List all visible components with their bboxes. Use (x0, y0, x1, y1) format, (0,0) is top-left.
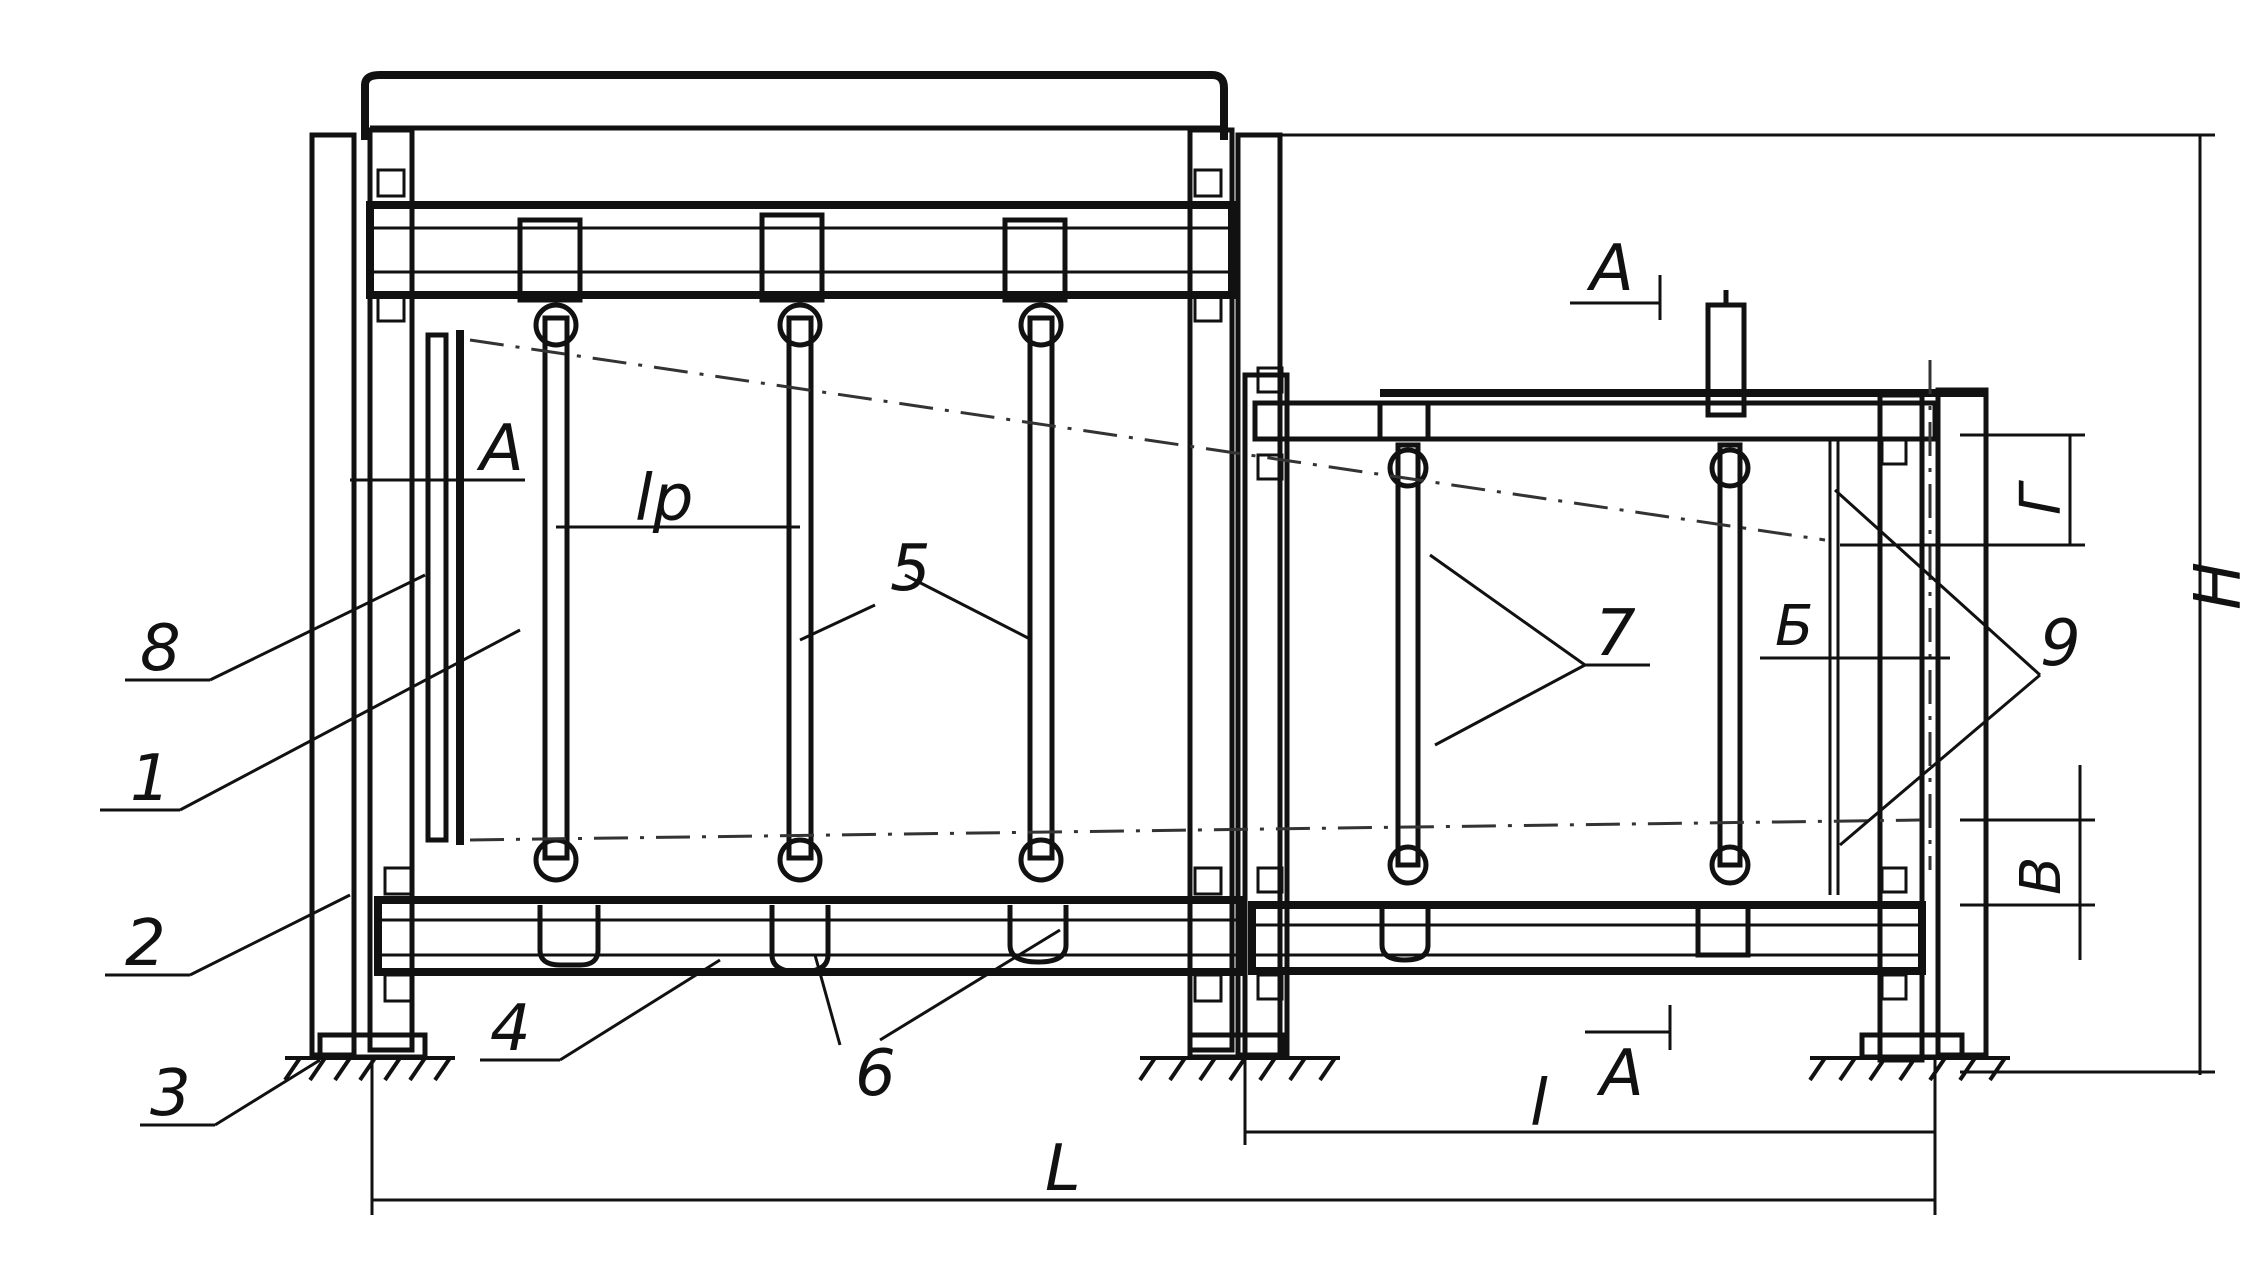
label-1: 1 (130, 742, 171, 816)
label-6: 6 (855, 1037, 896, 1111)
labels: 8 1 2 3 4 5 6 7 9 lp A A A L l H Г Б В (125, 232, 2256, 1206)
suspension-rods-left (533, 302, 1064, 883)
right-frame (1242, 290, 1989, 1063)
left-frame (309, 71, 1288, 1060)
center-lines (469, 338, 1932, 870)
label-4: 4 (490, 992, 531, 1066)
label-8: 8 (140, 612, 181, 686)
dimension-lines (350, 133, 2215, 1215)
label-dim-B6: Б (1775, 594, 1813, 659)
leader-lines (100, 488, 2042, 1127)
label-dim-V: В (2009, 857, 2074, 895)
label-section-a-bottom: A (1596, 1037, 1644, 1111)
label-section-a-top: A (1586, 232, 1634, 306)
label-lp: lp (635, 462, 693, 536)
label-7: 7 (1595, 597, 1636, 671)
label-dim-G: Г (2009, 480, 2074, 515)
label-dim-H: H (2182, 562, 2256, 610)
label-dim-l: l (1530, 1067, 1548, 1141)
label-3: 3 (150, 1057, 191, 1131)
label-dim-L: L (1045, 1132, 1081, 1206)
label-2: 2 (125, 907, 166, 981)
label-5: 5 (890, 532, 931, 606)
label-section-a-left: A (476, 412, 524, 486)
label-9: 9 (2040, 607, 2081, 681)
